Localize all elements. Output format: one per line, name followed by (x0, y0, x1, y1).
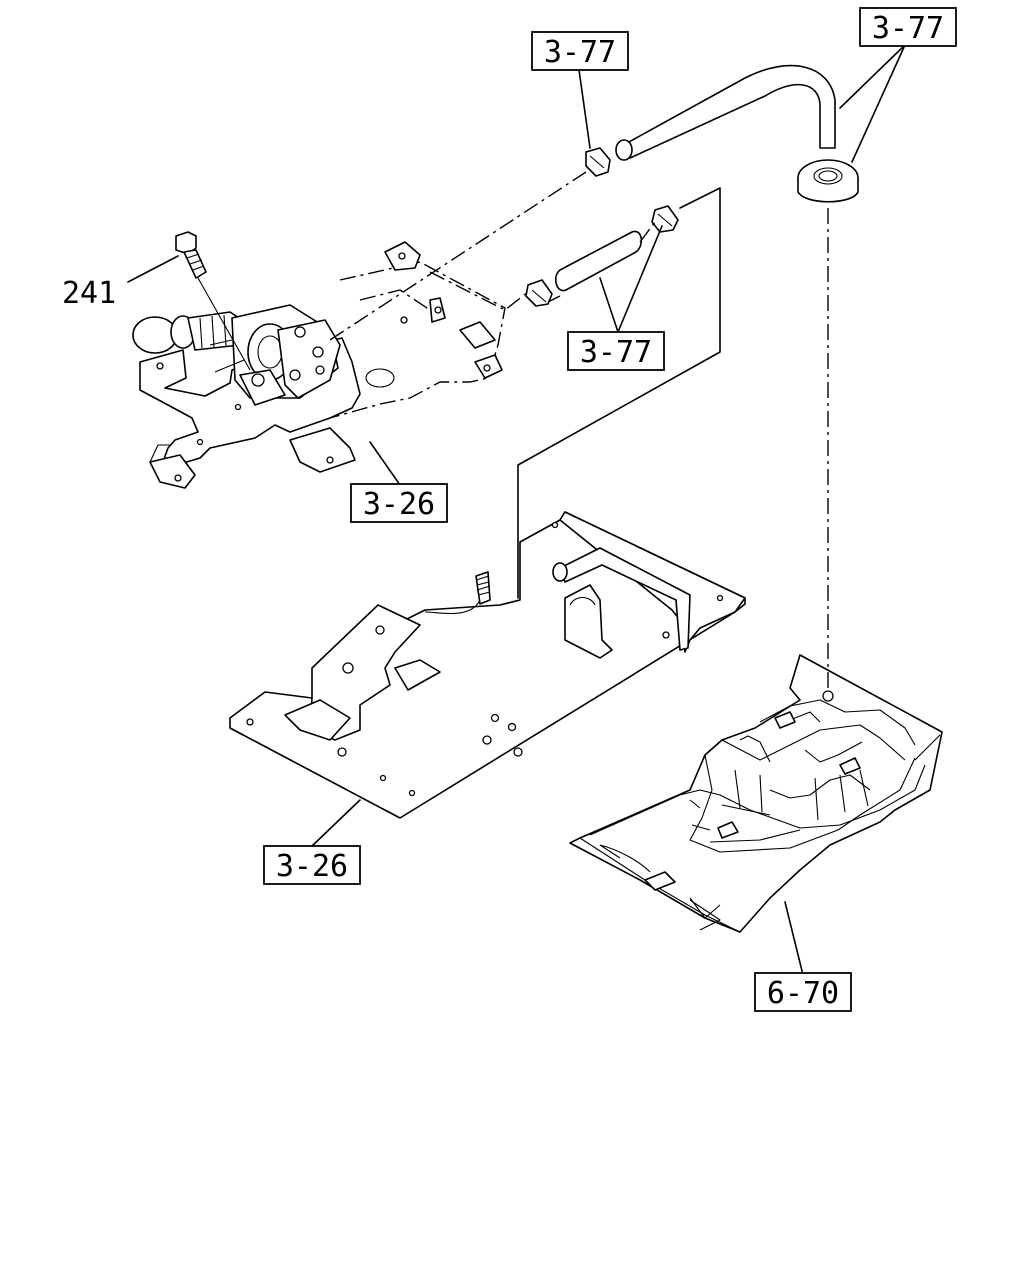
grouping-lines (517, 187, 721, 599)
label-3-77-right: 3-77 (872, 11, 944, 46)
bolt-241 (175, 231, 251, 371)
callout-241: 241 (62, 276, 116, 311)
label-3-77-top: 3-77 (544, 35, 616, 70)
callout-3-77-middle: 3-77 (567, 331, 665, 371)
phantom-lines (329, 171, 829, 690)
label-6-70: 6-70 (767, 976, 839, 1011)
label-3-77-middle: 3-77 (580, 335, 652, 370)
label-3-26-upper: 3-26 (363, 487, 435, 522)
upper-bracket-assembly (132, 241, 506, 489)
bent-hose (615, 64, 859, 203)
label-241: 241 (62, 276, 116, 311)
callout-3-77-top: 3-77 (531, 31, 629, 71)
callout-3-26-upper: 3-26 (350, 483, 448, 523)
hose-clip-top (585, 147, 611, 177)
leader-lines (127, 44, 906, 976)
label-3-26-lower: 3-26 (276, 849, 348, 884)
callout-3-26-lower: 3-26 (263, 845, 361, 885)
floor-panel (569, 654, 943, 933)
callout-6-70: 6-70 (754, 972, 852, 1012)
lower-bracket-assembly (229, 511, 746, 819)
short-hose-with-clips (525, 205, 679, 307)
callout-3-77-right: 3-77 (859, 7, 957, 47)
